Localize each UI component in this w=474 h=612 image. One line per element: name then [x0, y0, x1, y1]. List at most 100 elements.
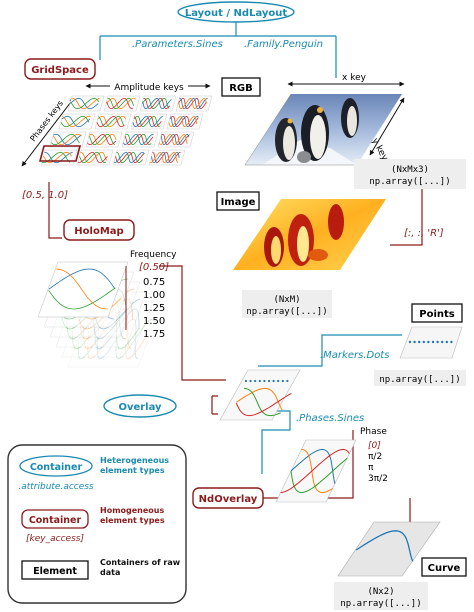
gridspace-cell [112, 149, 150, 166]
point-dot [427, 340, 430, 344]
layout-node: Layout / NdLayout [177, 1, 295, 23]
holomap-stack [37, 261, 159, 368]
rgb-array-label: (NxMx3) np.array([...]) [354, 159, 466, 189]
overlay-node: Overlay [103, 394, 177, 418]
points-nparray: np.array([...]) [379, 375, 460, 385]
points-title: Points [419, 309, 455, 320]
holomap-frame [37, 261, 129, 318]
overlay-dot [249, 379, 252, 383]
points-array-label: np.array([...]) [374, 370, 466, 386]
points-plot [399, 326, 463, 359]
gridspace-cell [139, 95, 177, 112]
amplitude-keys-arrow: Amplitude keys [85, 80, 211, 93]
gridspace-cell [175, 95, 213, 112]
legend-homogeneous: Homogeneous element types [100, 506, 165, 525]
curve-shape: (Nx2) [367, 587, 394, 597]
overlay-dot [254, 379, 257, 383]
image-nparray: np.array([...]) [246, 307, 327, 317]
overlay-dot [286, 379, 289, 383]
gridspace-cell [67, 95, 105, 112]
point-dot [441, 340, 444, 344]
gridspace-cell [157, 131, 195, 148]
layout-connector [99, 22, 337, 78]
frequency-value: [0.50] [139, 262, 169, 273]
frequency-label: Frequency [130, 250, 177, 260]
ndoverlay-node: NdOverlay [192, 487, 264, 509]
frequency-list: [0.50] 0.75 1.00 1.25 1.50 1.75 [139, 262, 169, 340]
gridspace-cell [40, 149, 78, 166]
point-dot [445, 340, 448, 344]
x-key-arrow: x key [287, 73, 405, 87]
legend-container-red: Container [29, 515, 82, 526]
phase-value: π [368, 463, 374, 473]
overlay-bracket [211, 395, 218, 415]
curve-nparray: np.array([...]) [340, 599, 421, 609]
gridspace-cell [103, 95, 141, 112]
gridspace-cell [94, 113, 132, 130]
rgb-penguin-image [245, 94, 402, 165]
overlay-points-connector [258, 334, 402, 367]
layout-title: Layout / NdLayout [185, 8, 288, 19]
image-node: Image [216, 191, 260, 211]
overlay-curve [235, 392, 292, 417]
ndoverlay-plot [275, 439, 357, 503]
rgb-image-connector [390, 173, 423, 246]
gridspace-cell [49, 131, 87, 148]
overlay-dot [263, 379, 266, 383]
frequency-value: 1.00 [143, 290, 165, 301]
legend: Container Heterogeneous element types .a… [7, 444, 187, 604]
point-dot [413, 340, 416, 344]
gridspace-title: GridSpace [31, 65, 89, 76]
heatmap-penguin-image [233, 199, 386, 270]
rgb-axes [244, 93, 357, 166]
gridspace-cell [58, 113, 96, 130]
point-dot [422, 340, 425, 344]
legend-key-access: [key_access] [26, 534, 84, 544]
curve-plot [337, 521, 441, 577]
gridspace-cell [148, 149, 186, 166]
gridspace-holomap-connector [48, 182, 62, 239]
phase-list: [0] π/2 π 3π/2 [368, 441, 388, 484]
legend-attribute-access: .attribute.access [18, 482, 94, 492]
gridspace-cell [76, 149, 114, 166]
overlay-dot [277, 379, 280, 383]
frequency-value: 0.75 [143, 277, 165, 288]
phase-label: Phase [360, 427, 387, 437]
frequency-value: 1.75 [143, 329, 165, 340]
points-node: Points [411, 303, 463, 323]
phase-value: 3π/2 [368, 474, 388, 484]
point-dot [436, 340, 439, 344]
x-key-label: x key [342, 73, 367, 83]
gridspace-cell [85, 131, 123, 148]
overlay-dot [244, 379, 248, 383]
holomap-overlay-connector [159, 265, 226, 381]
rgb-node: RGB [221, 77, 261, 97]
holomap-title: HoloMap [74, 226, 123, 237]
overlay-curve [244, 387, 281, 417]
interval-label: [0.5, 1.0] [22, 190, 68, 201]
rgb-nparray: np.array([...]) [369, 177, 450, 187]
amplitude-keys-label: Amplitude keys [114, 83, 184, 93]
phase-value: [0] [368, 441, 381, 451]
gridspace-selected-cell [38, 145, 82, 162]
holomap-frame [67, 311, 159, 368]
legend-container-teal: Container [30, 462, 83, 473]
overlay-dot [272, 379, 275, 383]
gridspace-grid [38, 95, 213, 166]
overlay-dot [258, 379, 261, 383]
gridspace-cell [166, 113, 204, 130]
image-shape: (NxM) [273, 295, 300, 305]
gridspace-cell [130, 113, 168, 130]
overlay-ndoverlay-connector [258, 410, 291, 474]
gridspace-node: GridSpace [24, 58, 96, 80]
frequency-value: 1.25 [143, 303, 165, 314]
ndoverlay-curve [290, 457, 348, 494]
curve-node: Curve [421, 557, 467, 577]
frequency-value: 1.50 [143, 316, 165, 327]
channel-selection-label: [:, :, 'R'] [404, 228, 444, 239]
ndoverlay-curve [280, 448, 350, 494]
point-dot [450, 340, 453, 344]
rgb-shape: (NxMx3) [391, 165, 429, 175]
overlay-title: Overlay [118, 402, 162, 413]
image-title: Image [221, 197, 256, 208]
